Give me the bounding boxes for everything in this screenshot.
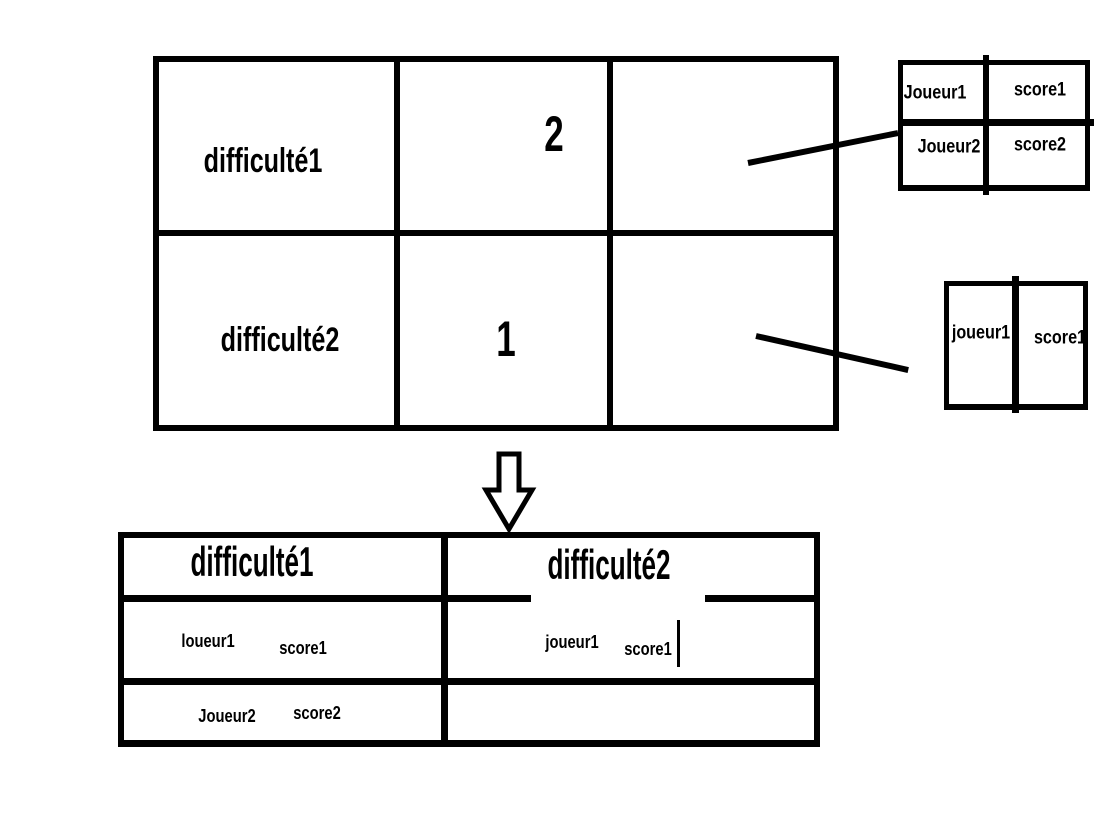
merged-col1-row1-player: loueur1 xyxy=(181,631,235,651)
merged-col2-row1-score: score1 xyxy=(624,639,672,659)
summary-table-border-right xyxy=(833,56,839,431)
merged-table-border-right xyxy=(814,532,820,747)
players-table-border-bottom xyxy=(898,185,1090,191)
merged-col1-row1-score: score1 xyxy=(279,638,327,658)
players-table-player1: Joueur1 xyxy=(903,82,967,104)
merged-col1-row2-player: Joueur2 xyxy=(198,706,256,726)
merged-table-header-rule-right xyxy=(705,595,820,602)
single-table-border-right xyxy=(1083,281,1088,410)
single-table-divider-col xyxy=(1012,276,1019,413)
summary-table-border-left xyxy=(153,56,159,431)
summary-difficulty2-label: difficulté2 xyxy=(220,321,340,359)
summary-difficulty1-count: 2 xyxy=(544,106,564,162)
single-table-border-left xyxy=(944,281,949,410)
summary-table-border-bottom xyxy=(153,425,839,431)
summary-difficulty1-label: difficulté1 xyxy=(203,142,323,180)
merged-table-header-rule-left xyxy=(118,595,531,602)
players-table-score2: score2 xyxy=(1013,134,1067,156)
merged-table-border-top xyxy=(118,532,820,538)
players-table-border-top xyxy=(898,60,1090,65)
text-cursor xyxy=(677,620,680,667)
merged-table-divider-row2 xyxy=(118,678,820,685)
players-table-score1: score1 xyxy=(1013,79,1067,101)
single-table-score: score1 xyxy=(1033,327,1087,349)
summary-table-divider-col2 xyxy=(607,56,613,431)
connector-line-1 xyxy=(747,130,899,166)
single-table-player: joueur1 xyxy=(951,322,1011,344)
summary-table-divider-col1 xyxy=(394,56,400,431)
merged-table-border-left xyxy=(118,532,124,747)
players-table-divider-row xyxy=(898,119,1094,126)
summary-table-border-top xyxy=(153,56,839,62)
merged-header-difficulty2: difficulté2 xyxy=(547,541,671,588)
summary-table-divider-row xyxy=(153,230,839,236)
players-table-player2: Joueur2 xyxy=(917,136,981,158)
merged-col1-row2-score: score2 xyxy=(293,703,341,723)
down-arrow-icon xyxy=(481,451,537,534)
merged-table-divider-col xyxy=(441,532,448,746)
merged-col2-row1-player: joueur1 xyxy=(545,632,599,652)
merged-header-difficulty1: difficulté1 xyxy=(190,538,314,585)
summary-difficulty2-count: 1 xyxy=(496,311,516,367)
merged-table-border-bottom xyxy=(118,740,820,747)
